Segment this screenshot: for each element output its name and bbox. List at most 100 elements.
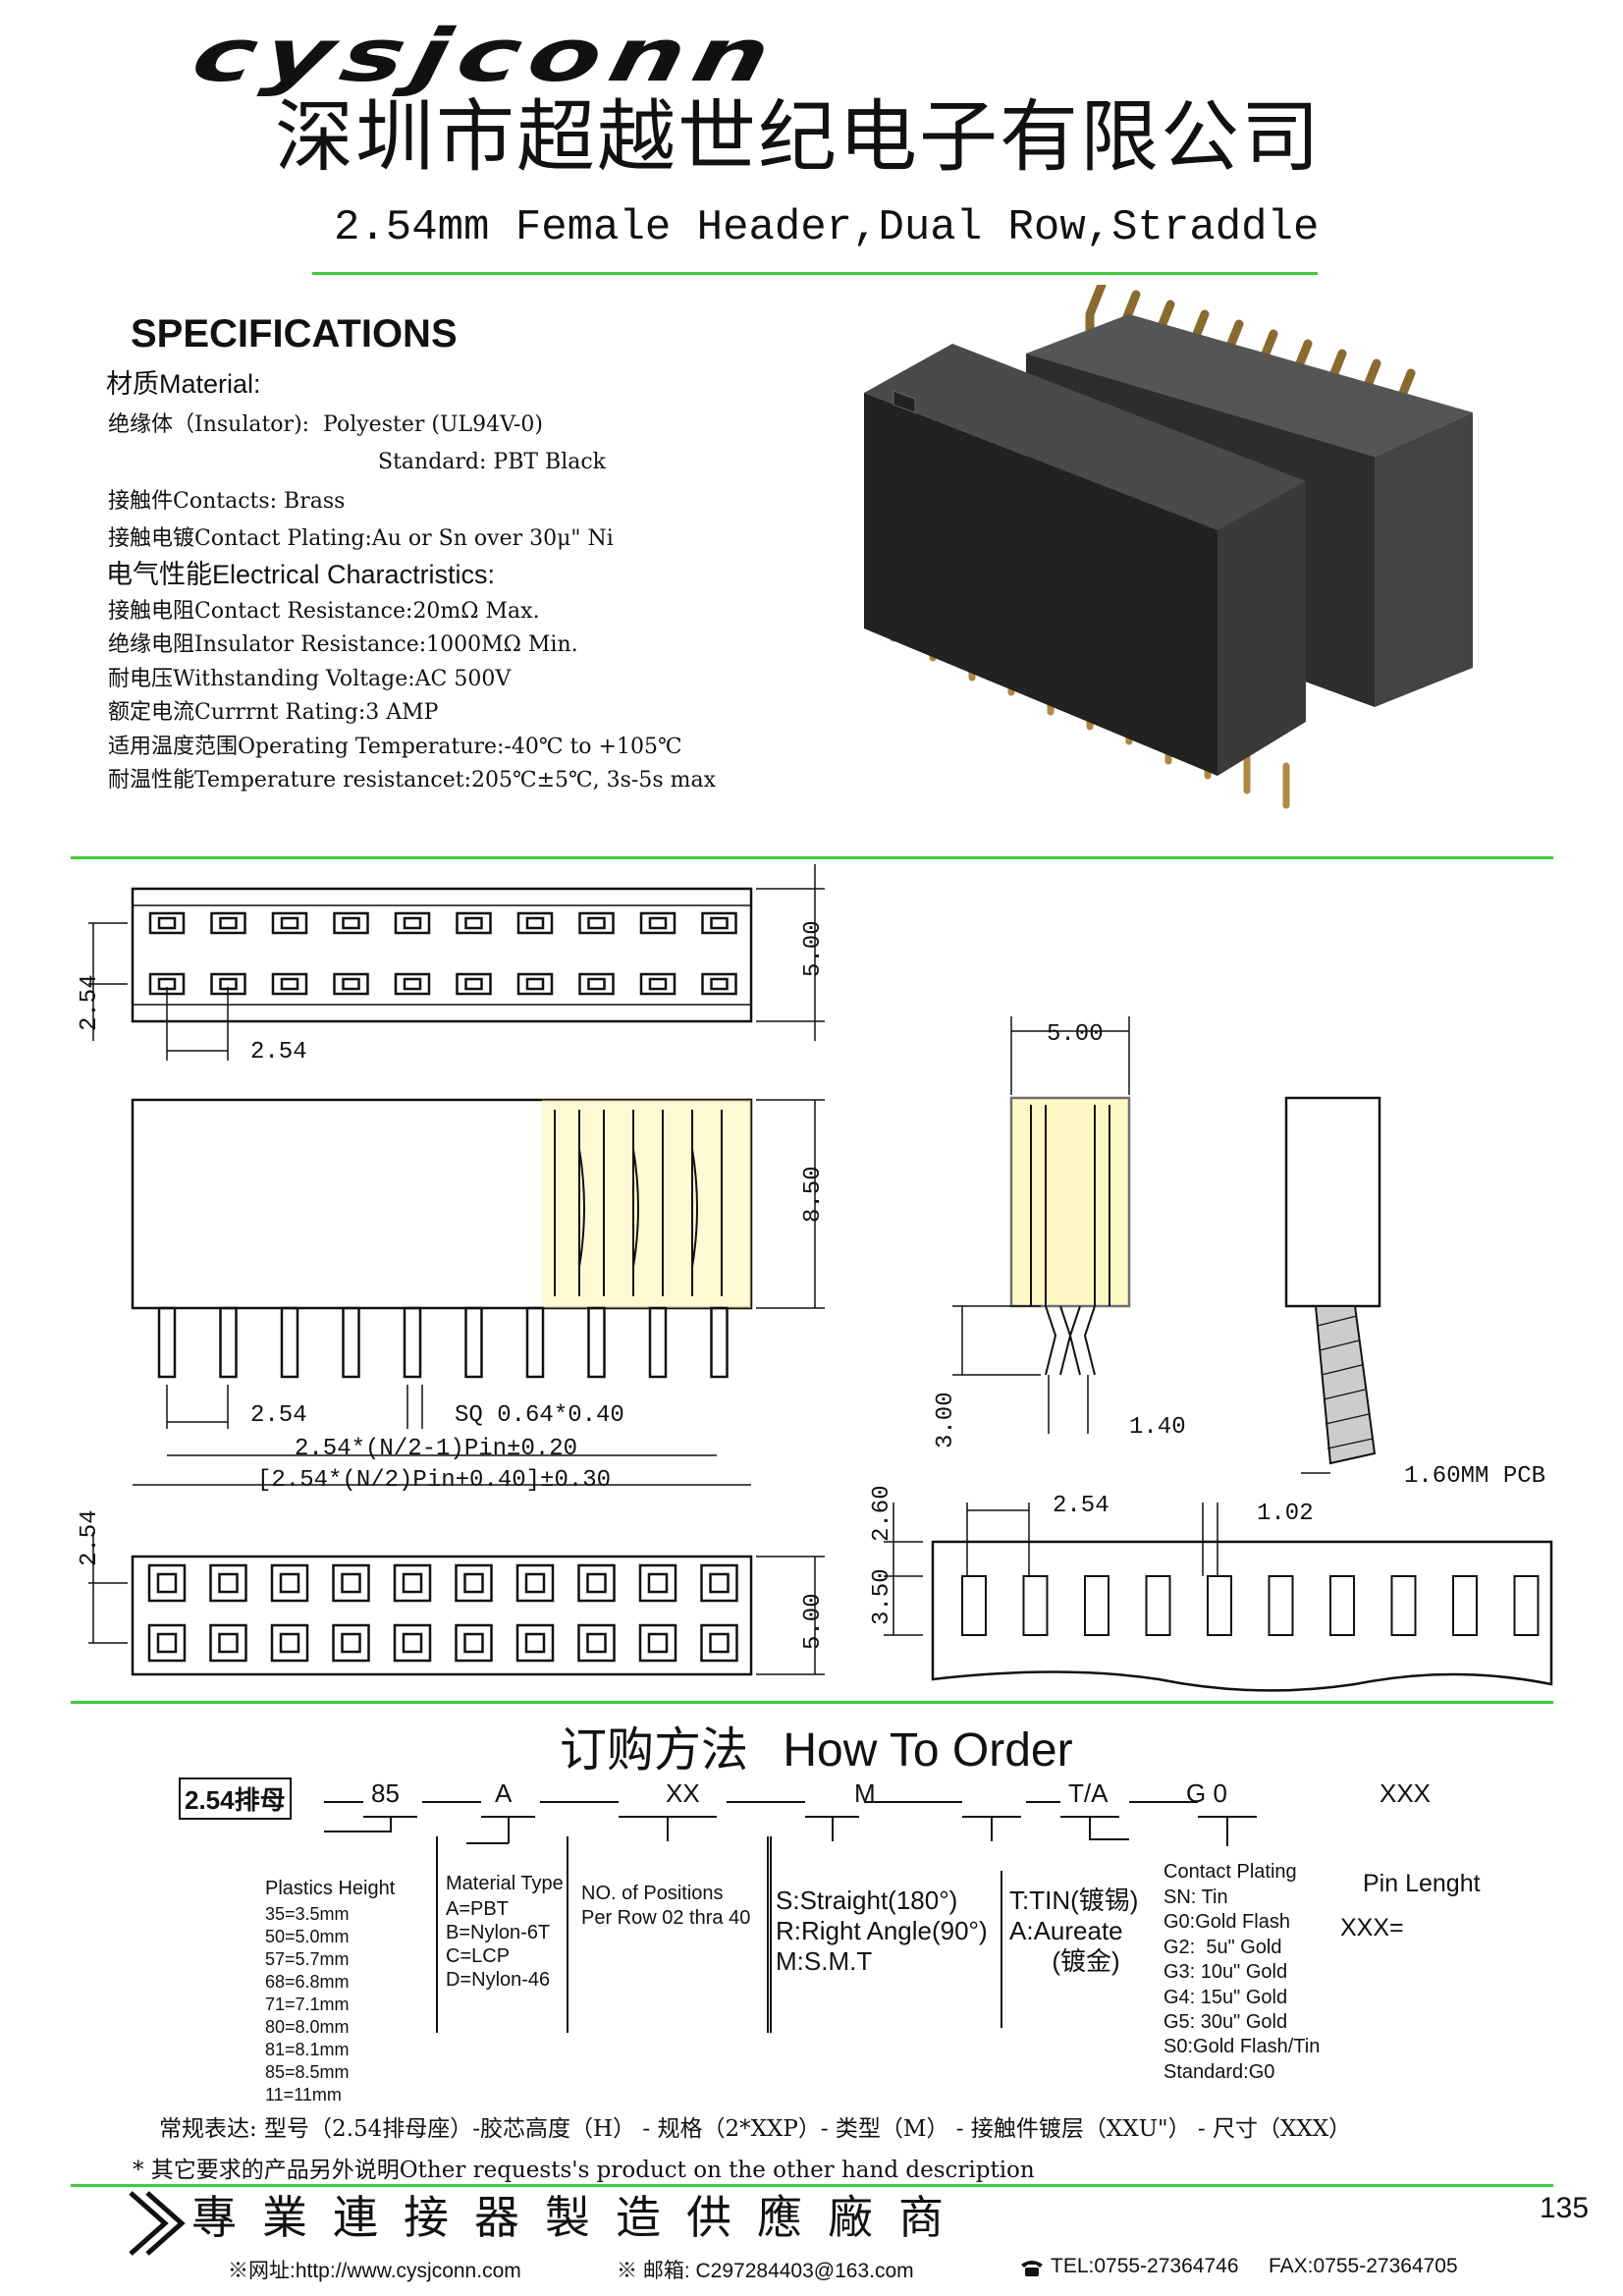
materials-item: C=LCP xyxy=(446,1945,511,1967)
top-view-contact xyxy=(578,972,615,996)
bottom-view-cell-inner xyxy=(156,1572,178,1594)
bottom-view-cell xyxy=(515,1623,555,1663)
spec-heading: SPECIFICATIONS xyxy=(131,312,458,355)
top-view-contact-inner xyxy=(587,977,606,991)
front-view-pin xyxy=(464,1306,483,1379)
materials-item: A=PBT xyxy=(446,1898,509,1920)
side-view-drawing xyxy=(952,1016,1381,1474)
footer-email: ※ 邮箱: C297284403@163.com xyxy=(617,2260,914,2282)
front-view-pin xyxy=(710,1306,729,1379)
heights-item: 71=7.1mm xyxy=(265,1995,350,2015)
platings-item: SN: Tin xyxy=(1163,1886,1228,1908)
bottom-view-cell xyxy=(638,1623,677,1663)
bottom-view-cell-inner xyxy=(402,1572,423,1594)
divider-1 xyxy=(71,856,1553,859)
platings-item: G5: 30u" Gold xyxy=(1163,2010,1288,2033)
company-name: 深圳市超越世纪电子有限公司 xyxy=(275,91,1322,183)
bottom-view-cell-inner xyxy=(524,1572,546,1594)
code-85: 85 xyxy=(371,1778,400,1808)
spec-standard: Standard: PBT Black xyxy=(378,450,607,474)
code-g0: G 0 xyxy=(1186,1778,1227,1808)
heights-item: 35=3.5mm xyxy=(265,1904,350,1924)
code-xxx: XXX xyxy=(1380,1778,1432,1808)
divider-3 xyxy=(71,2184,1553,2187)
bottom-view-cell-inner xyxy=(709,1572,730,1594)
top-view-contact xyxy=(639,972,676,996)
top-view-contact-inner xyxy=(525,916,545,930)
dim-formula-2: [2.54*(N/2)Pin+0.40]±0.30 xyxy=(257,1467,612,1494)
footer-website: ※网址:http://www.cysjconn.com xyxy=(228,2260,521,2282)
heights-item: 68=6.8mm xyxy=(265,1972,350,1993)
spec-plating: 接触电镀Contact Plating:Au or Sn over 30μ" N… xyxy=(108,526,614,551)
top-view-contact xyxy=(456,911,492,935)
spec-voltage: 耐电压Withstanding Voltage:AC 500V xyxy=(108,667,512,691)
page-number: 135 xyxy=(1540,2192,1590,2224)
top-view-contact xyxy=(394,972,431,996)
spec-insulator-resistance: 绝缘电阻Insulator Resistance:1000MΩ Min. xyxy=(108,632,578,657)
top-view-contact-inner xyxy=(525,977,545,991)
spec-temp-resist: 耐温性能Temperature resistancet:205℃±5℃, 3s-… xyxy=(108,768,717,793)
product-3d-illustration xyxy=(864,285,1473,809)
heights-item: 81=8.1mm xyxy=(265,2040,350,2060)
order-heading-en: How To Order xyxy=(783,1724,1073,1777)
top-view-contact-inner xyxy=(219,916,238,930)
dim-254-lower-left: 2.54 xyxy=(77,1509,103,1566)
company-logo: cysjconn xyxy=(185,14,786,98)
platings-item: Standard:G0 xyxy=(1163,2060,1275,2083)
footer-fax: FAX:0755-27364705 xyxy=(1269,2255,1458,2277)
bottom-view-cell-inner xyxy=(463,1572,484,1594)
bottom-view-cell xyxy=(515,1563,555,1603)
plating-title: Contact Plating xyxy=(1163,1861,1297,1883)
other-requests: * 其它要求的产品另外说明Other requests's product on… xyxy=(133,2158,1035,2183)
bottom-view-cell xyxy=(700,1623,738,1663)
bottom-view-cell xyxy=(638,1563,677,1603)
positions-text: NO. of Positions Per Row 02 thra 40 xyxy=(581,1883,751,1929)
pcb-pad xyxy=(1513,1575,1540,1636)
top-view-contact xyxy=(578,911,615,935)
top-view-drawing xyxy=(88,864,825,1061)
bottom-view-cell xyxy=(147,1623,187,1663)
pcb-pad xyxy=(1207,1575,1232,1636)
code-ta: T/A xyxy=(1068,1778,1109,1808)
dim-254-pcb: 2.54 xyxy=(1053,1493,1109,1519)
top-view-contact xyxy=(210,911,246,935)
product-title: 2.54mm Female Header,Dual Row,Straddle xyxy=(334,203,1320,252)
top-view-contact xyxy=(516,972,554,996)
bottom-view-cell xyxy=(455,1563,493,1603)
front-view-pin xyxy=(157,1306,177,1379)
top-view-contact xyxy=(456,972,492,996)
pcb-pad xyxy=(1022,1575,1049,1636)
bottom-view-cell xyxy=(393,1623,432,1663)
top-view-contact xyxy=(333,972,369,996)
bottom-view-cell xyxy=(577,1623,616,1663)
bottom-view-cell-inner xyxy=(586,1572,607,1594)
bottom-view-cell-inner xyxy=(218,1632,239,1654)
pcb-layout-drawing xyxy=(884,1503,1553,1692)
top-view-contact-inner xyxy=(587,916,606,930)
spec-contacts: 接触件Contacts: Brass xyxy=(108,489,346,514)
code-a: A xyxy=(495,1778,513,1808)
footer-slogan: 專業連接器製造供應廠商 xyxy=(191,2191,969,2244)
top-view-contact xyxy=(394,911,431,935)
dim-pcb: 1.60MM PCB xyxy=(1404,1463,1546,1490)
pcb-pad xyxy=(1452,1575,1478,1636)
spec-electrical-heading: 电气性能Electrical Charactristics: xyxy=(106,560,496,589)
bottom-view-cell xyxy=(332,1623,370,1663)
pcb-pad xyxy=(1390,1575,1417,1636)
spec-material-heading: 材质Material: xyxy=(106,369,261,399)
pin-length-value: XXX= xyxy=(1340,1914,1404,1941)
front-view-pin xyxy=(525,1306,545,1379)
pin-length-title: Pin Lenght xyxy=(1363,1870,1481,1897)
title-underline xyxy=(312,272,1318,275)
bottom-view-cell-inner xyxy=(463,1632,484,1654)
dim-500-lower: 5.00 xyxy=(800,1593,827,1650)
height-title: Plastics Height xyxy=(265,1878,396,1899)
platings-item: G2: 5u" Gold xyxy=(1163,1936,1282,1958)
spec-current: 额定电流Currrnt Rating:3 AMP xyxy=(108,700,439,725)
bottom-view-cell-inner xyxy=(524,1632,546,1654)
bottom-view-cell xyxy=(577,1563,616,1603)
heights-item: 50=5.0mm xyxy=(265,1927,350,1947)
front-view-pin xyxy=(648,1306,668,1379)
